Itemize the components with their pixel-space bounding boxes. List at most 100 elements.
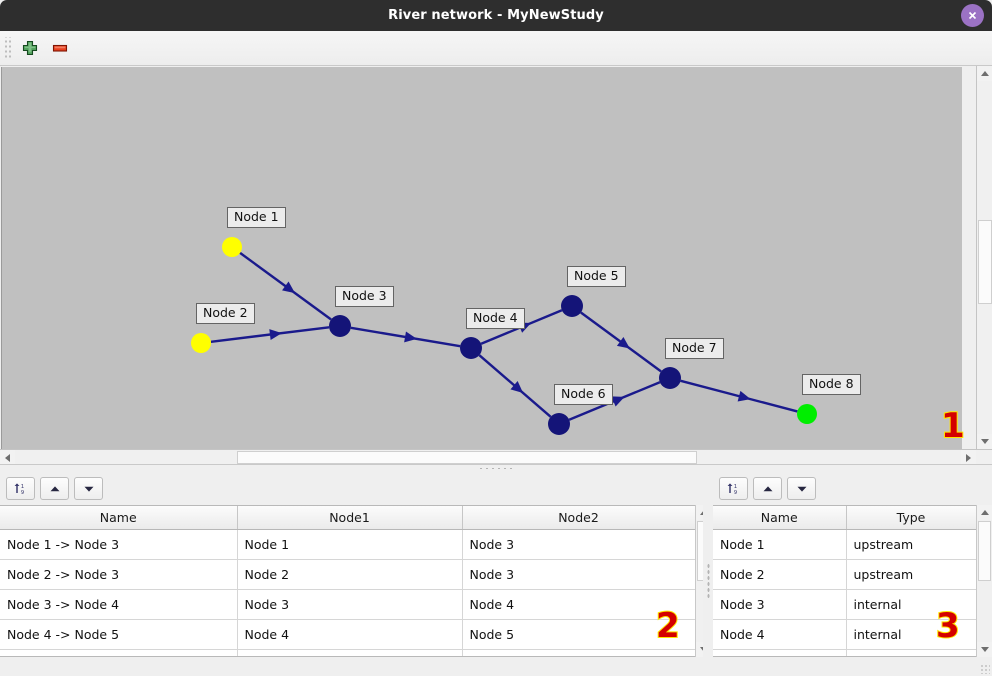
arrow-down-icon[interactable]: [787, 477, 816, 500]
plus-icon[interactable]: [15, 33, 45, 63]
table-cell[interactable]: Node 3: [713, 589, 847, 620]
graph-node-label[interactable]: Node 7: [665, 338, 724, 359]
graph-edge-arrowhead: [404, 331, 417, 343]
graph-vertical-scroll-thumb[interactable]: [978, 220, 992, 304]
main-toolbar: [0, 31, 992, 66]
graph-node[interactable]: [561, 295, 583, 317]
table-cell[interactable]: Node 3 -> Node 4: [0, 589, 238, 620]
table-cell-empty: [237, 649, 463, 656]
node-scroll-thumb[interactable]: [978, 521, 991, 581]
table-cell[interactable]: Node 1: [237, 529, 463, 560]
table-cell[interactable]: Node 1: [713, 529, 847, 560]
table-cell[interactable]: Node 1 -> Node 3: [0, 529, 238, 560]
graph-scroll-down-button[interactable]: [977, 434, 992, 449]
table-cell[interactable]: Node 2: [713, 559, 847, 590]
table-cell[interactable]: Node 3: [237, 589, 463, 620]
graph-edge-arrowhead: [616, 336, 630, 349]
toolbar-drag-handle[interactable]: [3, 37, 12, 59]
arrow-up-icon[interactable]: [40, 477, 69, 500]
svg-text:1: 1: [21, 484, 24, 490]
graph-horizontal-scrollbar[interactable]: [0, 449, 992, 465]
graph-node-label[interactable]: Node 1: [227, 207, 286, 228]
graph-vertical-scrollbar[interactable]: [976, 66, 992, 449]
node-table-vertical-scrollbar[interactable]: [976, 505, 992, 657]
sort-icon[interactable]: 1 9: [6, 477, 35, 500]
svg-text:9: 9: [21, 490, 25, 496]
table-cell[interactable]: Node 3: [462, 529, 695, 560]
graph-node-label[interactable]: Node 6: [554, 384, 613, 405]
graph-node-label[interactable]: Node 4: [466, 308, 525, 329]
graph-node[interactable]: [659, 367, 681, 389]
table-cell-empty: [462, 649, 695, 656]
table-cell[interactable]: internal: [846, 589, 976, 620]
graph-edge[interactable]: [680, 379, 798, 413]
graph-horizontal-scroll-thumb[interactable]: [237, 451, 697, 464]
graph-node[interactable]: [222, 237, 242, 257]
column-header-node2[interactable]: Node2: [462, 506, 695, 530]
window-titlebar: River network - MyNewStudy: [0, 0, 992, 31]
table-cell[interactable]: Node 5: [462, 619, 695, 650]
splitter-grip-icon: [478, 467, 514, 470]
table-cell[interactable]: Node 4: [713, 619, 847, 650]
reach-table-toolbar: 1 9: [0, 472, 103, 505]
table-cell-empty: [0, 649, 238, 656]
graph-node[interactable]: [797, 404, 817, 424]
graph-node-label[interactable]: Node 2: [196, 303, 255, 324]
window-resize-grip[interactable]: [980, 664, 990, 674]
sort-icon[interactable]: 1 9: [719, 477, 748, 500]
table-cell[interactable]: upstream: [846, 529, 976, 560]
node-scroll-up-button[interactable]: [977, 505, 992, 520]
table-cell[interactable]: Node 4: [237, 619, 463, 650]
graph-node[interactable]: [191, 333, 211, 353]
window-title: River network - MyNewStudy: [388, 8, 604, 23]
graph-edge-arrowhead: [282, 281, 295, 294]
column-header-type[interactable]: Type: [846, 506, 976, 530]
graph-scroll-left-button[interactable]: [0, 450, 15, 465]
horizontal-splitter[interactable]: [0, 464, 992, 472]
column-header-node1[interactable]: Node1: [237, 506, 463, 530]
empty-table-row[interactable]: [713, 649, 976, 656]
column-header-name[interactable]: Name: [0, 506, 238, 530]
node-table-toolbar: 1 9: [713, 472, 816, 505]
empty-table-row[interactable]: [0, 649, 695, 656]
graph-node-label[interactable]: Node 5: [567, 266, 626, 287]
network-graph-canvas[interactable]: Node 1 Node 2 Node 3 Node 4 Node 5 Node 6 Node…: [1, 67, 962, 449]
table-cell[interactable]: upstream: [846, 559, 976, 590]
table-cell[interactable]: Node 3: [462, 559, 695, 590]
table-cell[interactable]: Node 4 -> Node 5: [0, 619, 238, 650]
arrow-down-icon[interactable]: [74, 477, 103, 500]
graph-node[interactable]: [460, 337, 482, 359]
graph-node[interactable]: [329, 315, 351, 337]
arrow-up-icon[interactable]: [753, 477, 782, 500]
graph-node-label[interactable]: Node 3: [335, 286, 394, 307]
graph-node-label[interactable]: Node 8: [802, 374, 861, 395]
table-cell-empty: [846, 649, 976, 656]
graph-edge-arrowhead: [269, 329, 282, 341]
close-icon[interactable]: [961, 4, 984, 27]
minus-icon[interactable]: [45, 33, 75, 63]
vertical-splitter[interactable]: [703, 505, 713, 657]
table-cell[interactable]: internal: [846, 619, 976, 650]
table-cell[interactable]: Node 2: [237, 559, 463, 590]
column-header-name[interactable]: Name: [713, 506, 847, 530]
table-cell[interactable]: Node 2 -> Node 3: [0, 559, 238, 590]
graph-node[interactable]: [548, 413, 570, 435]
graph-scroll-up-button[interactable]: [977, 66, 992, 81]
graph-scroll-right-button[interactable]: [961, 450, 976, 465]
table-cell[interactable]: Node 4: [462, 589, 695, 620]
vertical-splitter-grip-icon: [706, 563, 710, 599]
node-scroll-down-button[interactable]: [977, 642, 992, 657]
